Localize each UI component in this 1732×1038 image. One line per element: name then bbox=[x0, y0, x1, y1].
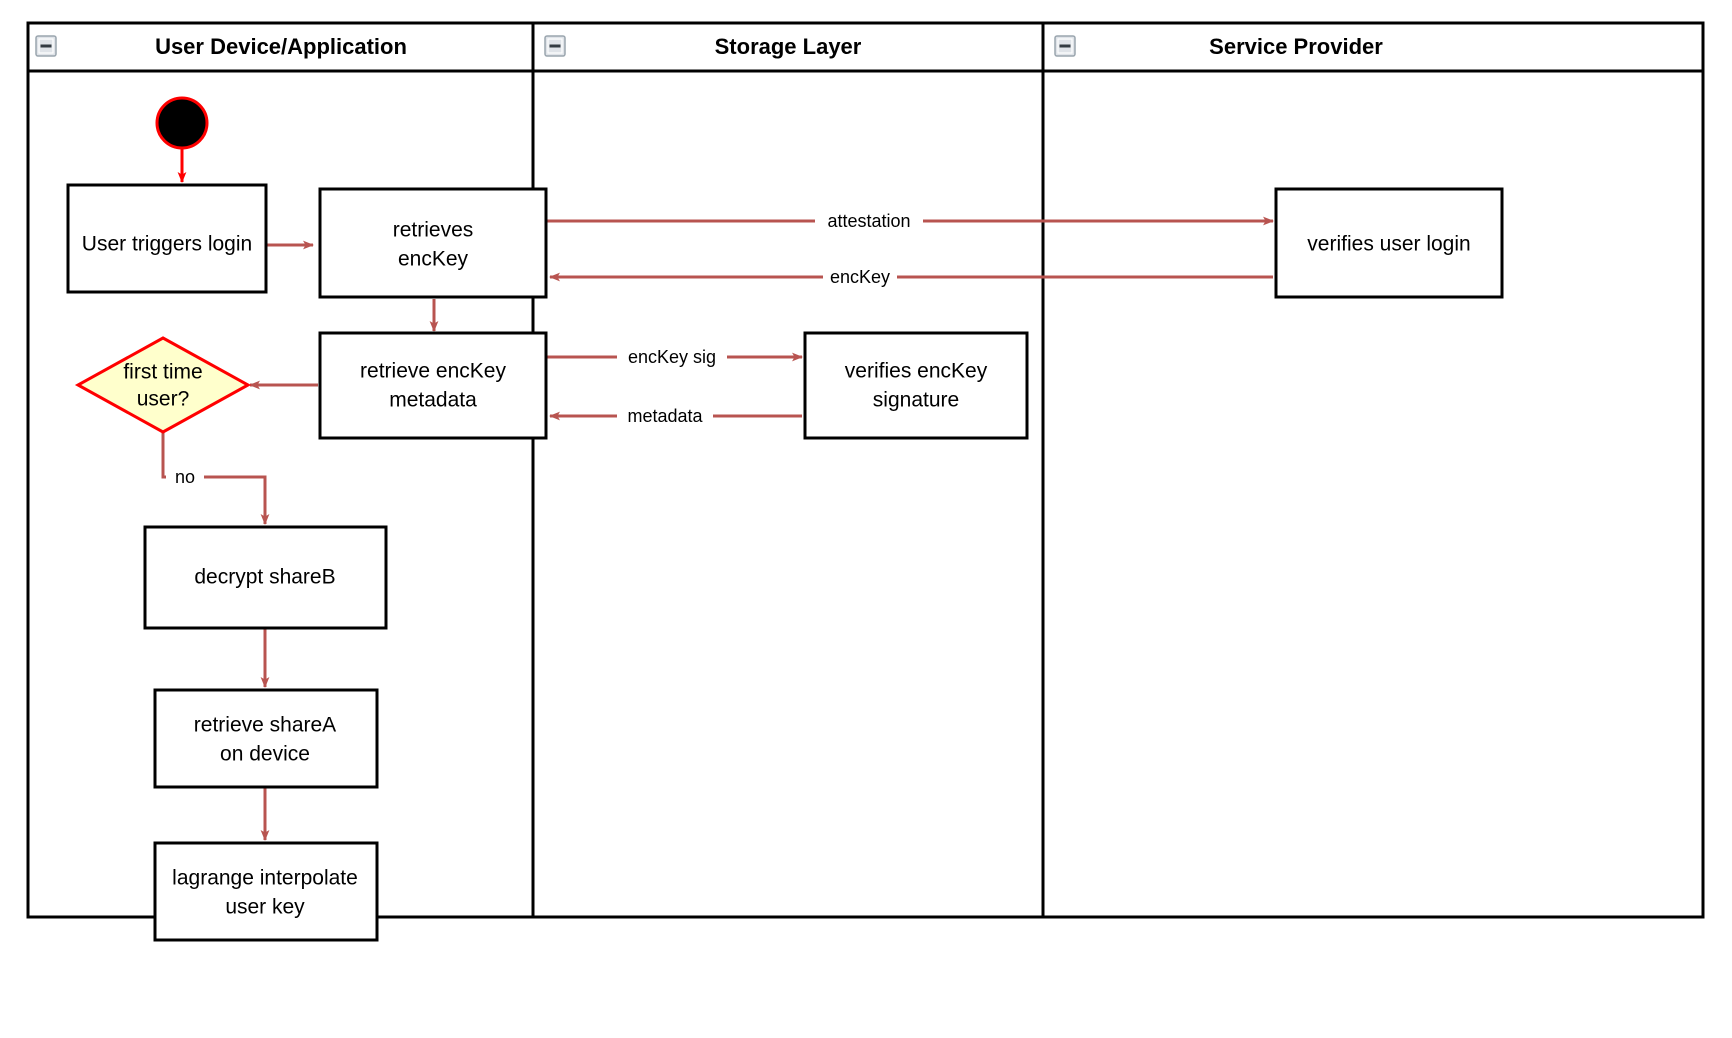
node-retrieve-sharea-on-device[interactable]: retrieve shareA on device bbox=[153, 688, 379, 789]
collapse-minus-icon[interactable] bbox=[544, 35, 566, 57]
edge-attestation: attestation bbox=[546, 209, 1274, 233]
decision-diamond bbox=[74, 336, 252, 434]
node-box bbox=[153, 841, 379, 942]
node-label-verifysig-line1: verifies encKey bbox=[845, 360, 988, 383]
lane-title-service-provider: Service Provider bbox=[1209, 34, 1383, 59]
node-label-sharea-line2: on device bbox=[220, 743, 310, 766]
node-label-verifysig-line2: signature bbox=[873, 389, 959, 412]
node-start[interactable] bbox=[155, 96, 209, 150]
lane-title-user-device: User Device/Application bbox=[155, 34, 407, 59]
node-label-sharea-line1: retrieve shareA bbox=[194, 714, 336, 737]
node-retrieve-enckey-metadata[interactable]: retrieve encKey metadata bbox=[318, 331, 548, 440]
node-label-lagrange-line1: lagrange interpolate bbox=[172, 867, 358, 890]
node-lagrange-interpolate-user-key[interactable]: lagrange interpolate user key bbox=[153, 841, 379, 942]
node-box bbox=[143, 525, 388, 630]
edge-label-bg bbox=[815, 209, 923, 233]
edge-enckey-return: encKey bbox=[549, 265, 1273, 289]
collapse-minus-icon[interactable] bbox=[35, 35, 57, 57]
node-label-decrypt-shareb: decrypt shareB bbox=[194, 566, 335, 589]
node-box bbox=[803, 331, 1029, 440]
edge-label-no: no bbox=[175, 467, 195, 487]
node-box bbox=[66, 183, 268, 294]
node-label-metadata-line2: metadata bbox=[389, 389, 477, 412]
node-label-retrieves-enckey-line2: encKey bbox=[398, 248, 469, 271]
edge-no-branch: no bbox=[161, 416, 270, 525]
edge-label-attestation: attestation bbox=[827, 211, 910, 231]
edge-label-bg bbox=[617, 345, 727, 369]
node-box bbox=[153, 688, 379, 789]
edge-label-bg bbox=[166, 465, 204, 489]
node-label-metadata-line1: retrieve encKey bbox=[360, 360, 506, 383]
edge-metadata-return: metadata bbox=[549, 404, 802, 428]
node-label-retrieves-enckey-line1: retrieves bbox=[393, 219, 474, 242]
node-box bbox=[1274, 187, 1504, 299]
edge-enckey-sig: encKey sig bbox=[546, 345, 803, 369]
node-decrypt-shareb[interactable]: decrypt shareB bbox=[143, 525, 388, 630]
node-label-firsttime-line1: first time bbox=[123, 361, 202, 384]
edge-label-enckey: encKey bbox=[830, 267, 890, 287]
node-retrieves-enckey[interactable]: retrieves encKey bbox=[318, 187, 548, 299]
node-label-verifies-user-login: verifies user login bbox=[1307, 233, 1470, 256]
node-verifies-enckey-signature[interactable]: verifies encKey signature bbox=[803, 331, 1029, 440]
lane-header-service-provider[interactable]: Service Provider bbox=[1054, 34, 1383, 59]
node-label-lagrange-line2: user key bbox=[225, 896, 305, 919]
edge-label-metadata: metadata bbox=[627, 406, 703, 426]
node-box bbox=[318, 187, 548, 299]
lane-header-storage-layer[interactable]: Storage Layer bbox=[544, 34, 862, 59]
node-verifies-user-login[interactable]: verifies user login bbox=[1274, 187, 1504, 299]
start-circle-icon bbox=[155, 96, 209, 150]
edge-label-bg bbox=[617, 404, 713, 428]
edge-label-enckey-sig: encKey sig bbox=[628, 347, 716, 367]
collapse-minus-icon[interactable] bbox=[1054, 35, 1076, 57]
node-label-user-triggers-login: User triggers login bbox=[82, 233, 252, 256]
lane-title-storage-layer: Storage Layer bbox=[715, 34, 862, 59]
node-first-time-user-decision[interactable]: first time user? bbox=[74, 336, 252, 434]
lane-header-user-device[interactable]: User Device/Application bbox=[35, 34, 407, 59]
node-label-firsttime-line2: user? bbox=[137, 388, 190, 411]
node-user-triggers-login[interactable]: User triggers login bbox=[66, 183, 268, 294]
node-box bbox=[318, 331, 548, 440]
edge-label-bg bbox=[823, 265, 897, 289]
